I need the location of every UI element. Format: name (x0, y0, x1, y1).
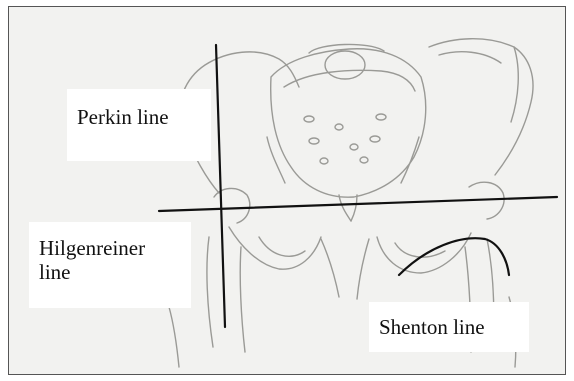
hilgenreiner-line-text-1: Hilgenreiner (39, 236, 181, 260)
hilgenreiner-line (159, 197, 557, 211)
shenton-line-label: Shenton line (369, 302, 529, 352)
shenton-line-text: Shenton line (379, 315, 485, 339)
perkin-line-text: Perkin line (77, 105, 169, 129)
perkin-line-label: Perkin line (67, 89, 211, 161)
perkin-line (216, 45, 225, 327)
hilgenreiner-line-label: Hilgenreiner line (29, 222, 191, 308)
diagram-frame: Perkin line Hilgenreiner line Shenton li… (8, 6, 566, 375)
hilgenreiner-line-text-2: line (39, 260, 181, 284)
